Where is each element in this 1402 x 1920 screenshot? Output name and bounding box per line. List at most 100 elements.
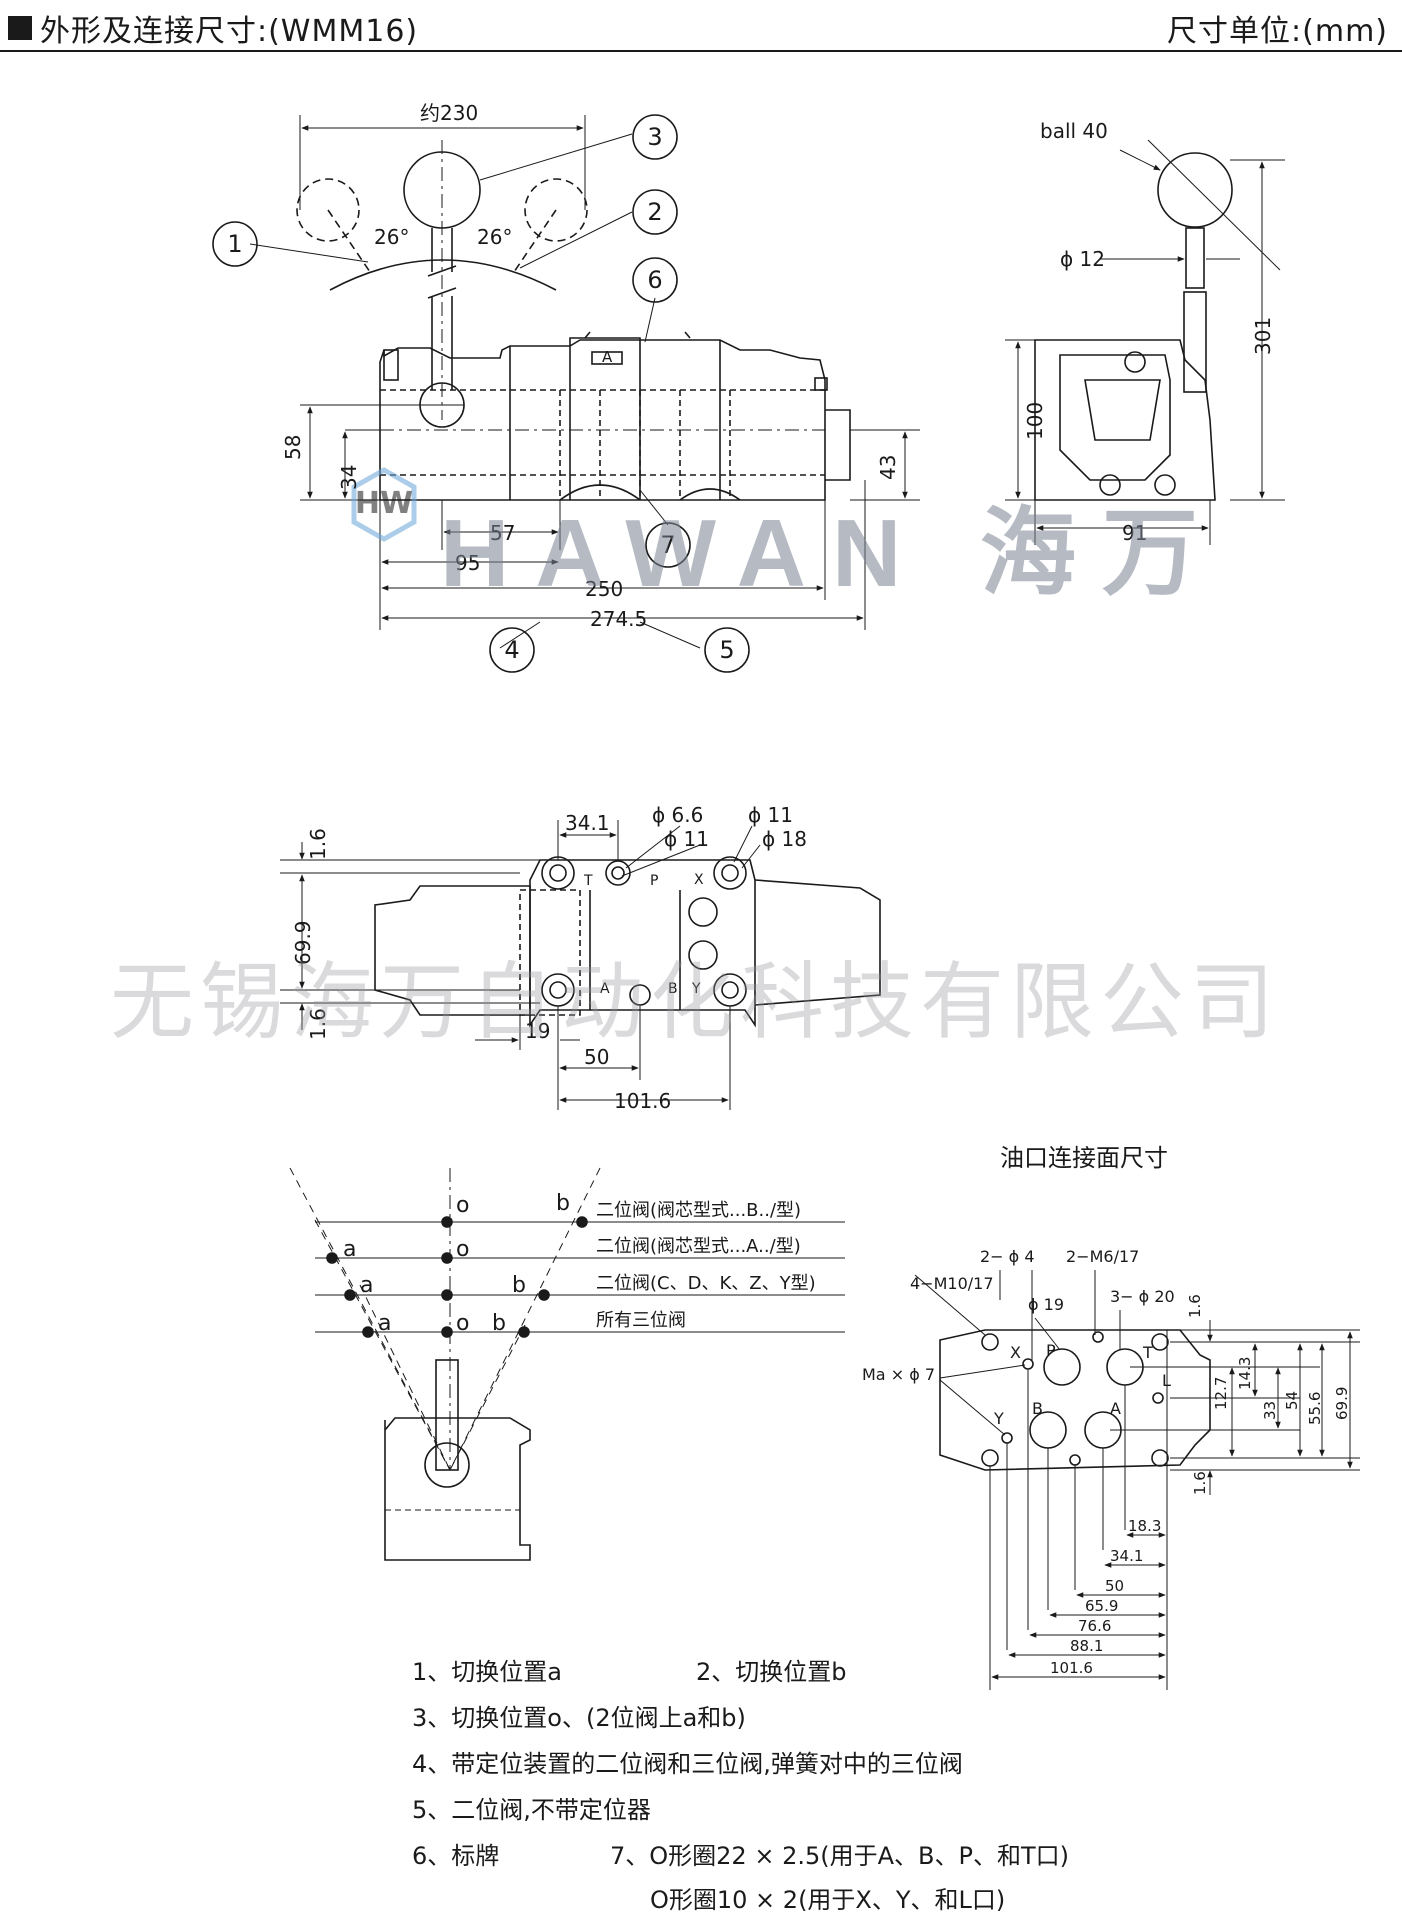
dim-274-5: 274.5 (590, 607, 647, 631)
port-a-label: A (600, 981, 610, 997)
dim-57: 57 (490, 521, 515, 545)
pf-dim-1-6: 1.6 (1186, 1294, 1204, 1318)
pf-port-l: L (1162, 1371, 1171, 1390)
port-b-label: B (668, 981, 678, 997)
note-2: 2、切换位置b (696, 1658, 847, 1686)
pos-b-3: b (512, 1273, 526, 1298)
pf-dim-88-1: 88.1 (1070, 1637, 1103, 1655)
dim-angle-right: 26° (477, 225, 512, 249)
dim-angle-left: 26° (374, 225, 409, 249)
note-7: 7、O形圈22 × 2.5(用于A、B、P、和T口) (610, 1842, 1069, 1870)
port-t-label: T (583, 873, 593, 889)
unit-label: 尺寸单位:(mm) (1167, 14, 1388, 49)
pf-4-m10: 4−M10/17 (910, 1274, 994, 1293)
dim-43: 43 (876, 455, 900, 480)
dim-1-6-top: 1.6 (306, 828, 330, 860)
dim-phi-12: ϕ 12 (1060, 247, 1105, 271)
header-rule (0, 50, 1402, 52)
header-bar: 外形及连接尺寸:(WMM16) 尺寸单位:(mm) (0, 0, 1402, 52)
pf-3-phi-20: 3− ϕ 20 (1110, 1287, 1175, 1306)
callout-7: 7 (660, 531, 675, 559)
pos-b-1: b (556, 1191, 570, 1216)
note-5: 5、二位阀,不带定位器 (412, 1796, 651, 1824)
pf-dim-34-1: 34.1 (1110, 1547, 1143, 1565)
pf-dim-101-6: 101.6 (1050, 1659, 1093, 1677)
hw-logo-text: HW (355, 486, 413, 521)
hw-logo: HW (351, 467, 417, 542)
dim-301: 301 (1251, 317, 1275, 355)
dim-approx-230: 约230 (420, 101, 478, 125)
dim-phi-11-b: ϕ 11 (748, 803, 793, 827)
side-view (1005, 139, 1285, 545)
dim-250: 250 (585, 577, 623, 601)
callout-2: 2 (647, 198, 662, 226)
pf-dim-50: 50 (1105, 1577, 1124, 1595)
note-4: 4、带定位装置的二位阀和三位阀,弹簧对中的三位阀 (412, 1750, 963, 1778)
port-p-label: P (650, 873, 658, 889)
row-three-pos: 所有三位阀 (596, 1310, 686, 1331)
pf-dim-33: 33 (1261, 1401, 1279, 1420)
pos-a-2: a (343, 1237, 356, 1262)
note-3: 3、切换位置o、(2位阀上a和b) (412, 1704, 746, 1732)
dim-ball-40: ball 40 (1040, 119, 1108, 143)
note-8: O形圈10 × 2(用于X、Y、和L口) (650, 1886, 1006, 1914)
row-two-pos-a: 二位阀(阀芯型式...A../型) (596, 1236, 801, 1257)
pf-ma-phi-7: Ma × ϕ 7 (862, 1365, 935, 1384)
pf-dim-55-6: 55.6 (1306, 1392, 1324, 1425)
watermark-brand: HAWAN 海万 (440, 475, 1224, 614)
row-two-pos-b: 二位阀(阀芯型式...B../型) (596, 1200, 801, 1221)
port-face (914, 1270, 1360, 1690)
dim-69-9: 69.9 (291, 920, 315, 965)
drawing-title: 外形及连接尺寸:(WMM16) (8, 6, 418, 50)
pf-dim-54: 54 (1283, 1391, 1301, 1410)
callout-5: 5 (719, 636, 734, 664)
bullet-square-icon (8, 16, 32, 40)
pf-dim-1-6-bottom: 1.6 (1191, 1471, 1209, 1495)
dim-100: 100 (1023, 402, 1047, 440)
pf-port-x: X (1010, 1343, 1021, 1362)
dim-95: 95 (455, 551, 480, 575)
callout-3: 3 (647, 123, 662, 151)
pf-port-p: P (1046, 1341, 1056, 1360)
dim-101-6: 101.6 (614, 1089, 671, 1113)
pf-port-b: B (1032, 1399, 1043, 1418)
port-y-label: Y (691, 981, 701, 997)
dim-19: 19 (525, 1019, 550, 1043)
dim-phi-6-6: ϕ 6.6 (652, 803, 703, 827)
pf-2-phi-4: 2− ϕ 4 (980, 1247, 1035, 1266)
pf-phi-19: ϕ 19 (1028, 1295, 1064, 1314)
dim-1-6-bottom: 1.6 (306, 1008, 330, 1040)
dim-58: 58 (281, 435, 305, 460)
pf-dim-18-3: 18.3 (1128, 1517, 1161, 1535)
pos-a-3: a (360, 1273, 373, 1298)
port-x-label: X (694, 872, 704, 888)
row-two-pos-ckzy: 二位阀(C、D、K、Z、Y型) (596, 1273, 816, 1294)
dim-phi-18: ϕ 18 (762, 827, 807, 851)
position-diagram (289, 1167, 845, 1561)
pos-o-4: o (456, 1311, 469, 1336)
top-view (280, 820, 881, 1110)
port-face-title: 油口连接面尺寸 (1000, 1144, 1168, 1172)
watermark-company: 无锡海万自动化科技有限公司 (110, 953, 1281, 1051)
note-1: 1、切换位置a (412, 1658, 562, 1686)
dim-34-1: 34.1 (565, 811, 610, 835)
pf-port-t: T (1142, 1343, 1153, 1362)
plate-letter: A (602, 348, 613, 366)
pf-2-m6: 2−M6/17 (1066, 1247, 1139, 1266)
pf-dim-14-3: 14.3 (1236, 1357, 1254, 1390)
pf-port-y: Y (993, 1409, 1004, 1428)
pf-dim-69-9: 69.9 (1333, 1387, 1351, 1420)
dim-50: 50 (584, 1045, 609, 1069)
dim-34: 34 (337, 465, 361, 490)
drawing-title-text: 外形及连接尺寸:(WMM16) (40, 14, 419, 49)
pos-o-2: o (456, 1237, 469, 1262)
watermark-brand-cn: 海万 (980, 500, 1224, 607)
callout-4: 4 (504, 636, 519, 664)
dim-91: 91 (1122, 521, 1147, 545)
pos-o-1: o (456, 1193, 469, 1218)
dim-phi-11-a: ϕ 11 (664, 827, 709, 851)
callout-1: 1 (227, 230, 242, 258)
pf-dim-76-6: 76.6 (1078, 1617, 1111, 1635)
pf-port-a: A (1110, 1399, 1121, 1418)
